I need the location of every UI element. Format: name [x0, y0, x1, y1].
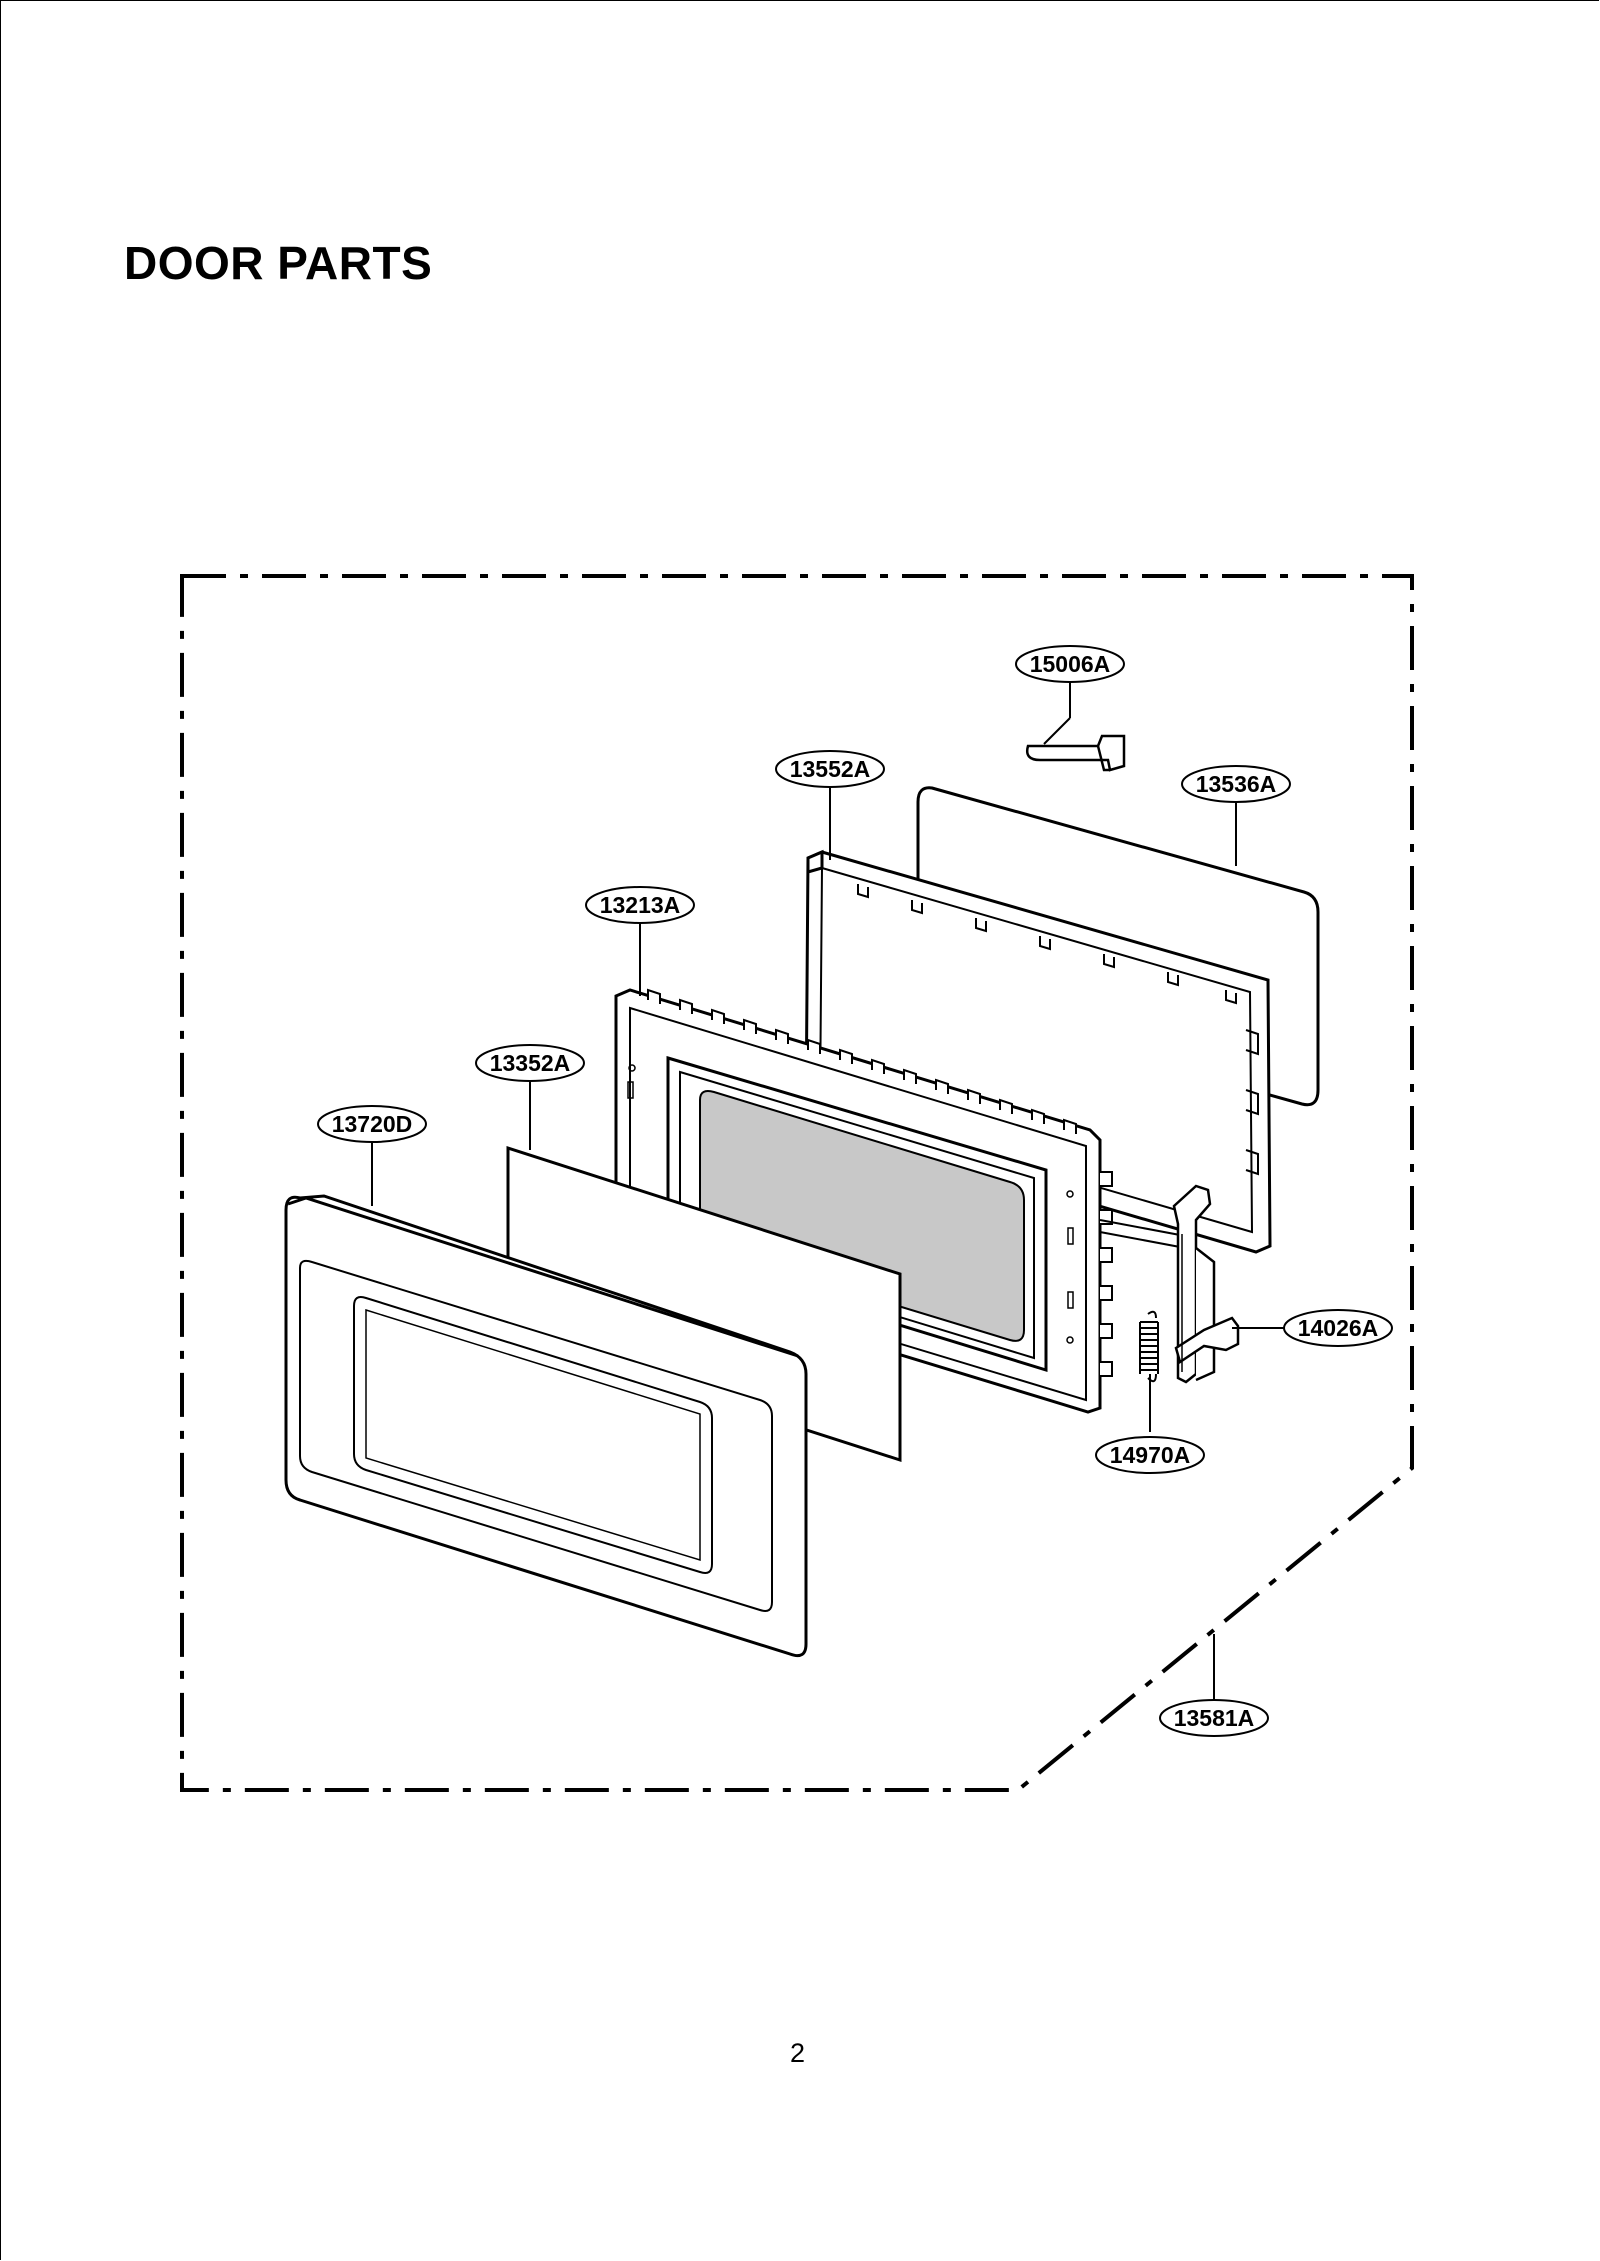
- page-title: DOOR PARTS: [124, 237, 433, 289]
- door-frame-part: [614, 988, 1197, 1414]
- callout-label: 13213A: [600, 892, 681, 918]
- callout-13581A: 13581A: [1159, 1699, 1269, 1737]
- door-latch-part: [1172, 1184, 1240, 1384]
- callout-14970A: 14970A: [1095, 1436, 1205, 1474]
- callout-label: 14970A: [1110, 1442, 1191, 1468]
- callout-label: 13352A: [490, 1050, 571, 1076]
- callout-label: 14026A: [1298, 1315, 1379, 1341]
- callout-label: 13720D: [332, 1111, 413, 1137]
- callout-13213A: 13213A: [585, 886, 695, 924]
- page-number: 2: [790, 2038, 806, 2068]
- leader-lines: [371, 680, 1284, 1702]
- callout-label: 13536A: [1196, 771, 1277, 797]
- callout-15006A: 15006A: [1015, 645, 1125, 683]
- door-front-part: [284, 1194, 808, 1658]
- callout-label: 13581A: [1174, 1705, 1255, 1731]
- callout-label: 15006A: [1030, 651, 1111, 677]
- callout-13352A: 13352A: [475, 1044, 585, 1082]
- callout-13536A: 13536A: [1181, 765, 1291, 803]
- callout-13552A: 13552A: [775, 750, 885, 788]
- latch-holder-part: [1026, 734, 1126, 772]
- assembly-boundary: [180, 574, 1414, 1792]
- callout-13720D: 13720D: [317, 1105, 427, 1143]
- latch-spring-part: [1139, 1310, 1159, 1383]
- callout-14026A: 14026A: [1283, 1309, 1393, 1347]
- callout-label: 13552A: [790, 756, 871, 782]
